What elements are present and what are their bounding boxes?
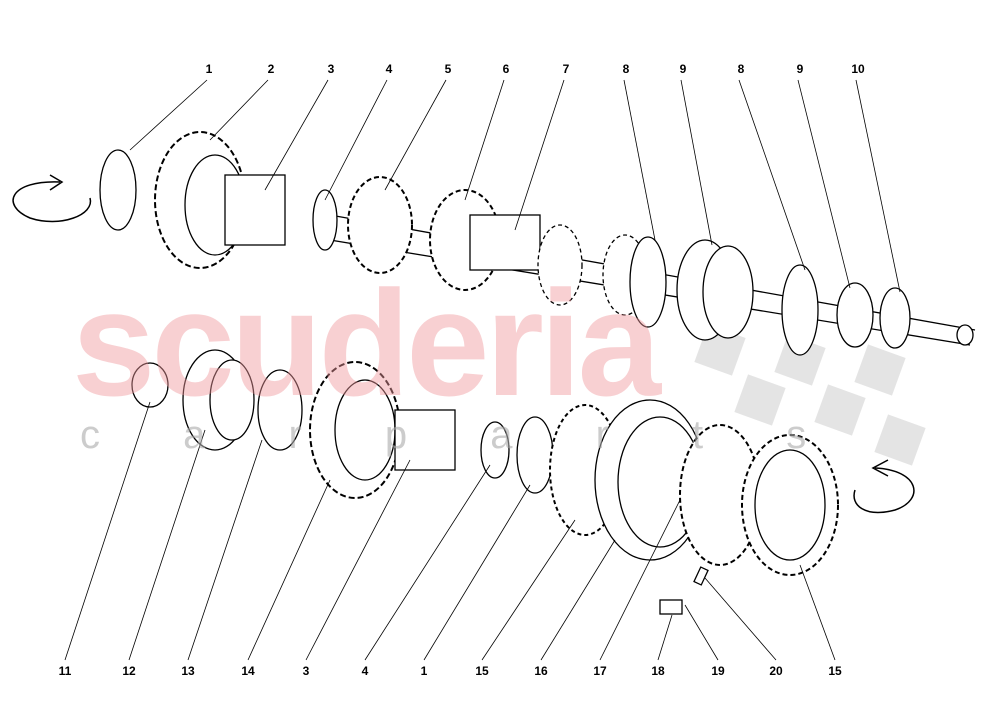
callout-15: 15 — [475, 664, 489, 678]
callout-11: 11 — [58, 664, 72, 678]
top-shaft-assembly — [99, 131, 976, 356]
callout-8: 8 — [622, 62, 630, 76]
rotation-arrow-right-icon — [853, 467, 915, 514]
callout-18: 18 — [651, 664, 665, 678]
rotation-arrow-left-icon — [12, 181, 92, 223]
callout-4: 4 — [385, 62, 393, 76]
callout-9b: 9 — [796, 62, 804, 76]
callout-16: 16 — [534, 664, 548, 678]
callout-15b: 15 — [828, 664, 842, 678]
callout-1: 1 — [205, 62, 213, 76]
checker-watermark — [694, 324, 926, 466]
callout-3: 3 — [327, 62, 335, 76]
callout-10: 10 — [851, 62, 865, 76]
callout-20: 20 — [769, 664, 783, 678]
callout-2: 2 — [267, 62, 275, 76]
callout-14: 14 — [241, 664, 255, 678]
callout-6: 6 — [502, 62, 510, 76]
callout-9: 9 — [679, 62, 687, 76]
callout-17: 17 — [593, 664, 607, 678]
callout-3b: 3 — [302, 664, 310, 678]
callout-8b: 8 — [737, 62, 745, 76]
callout-5: 5 — [444, 62, 452, 76]
callout-13: 13 — [181, 664, 195, 678]
leader-lines — [64, 79, 901, 661]
callout-1b: 1 — [420, 664, 428, 678]
callout-19: 19 — [711, 664, 725, 678]
bottom-shaft-assembly — [131, 349, 839, 615]
callout-4b: 4 — [361, 664, 369, 678]
callout-12: 12 — [122, 664, 136, 678]
callout-7: 7 — [562, 62, 570, 76]
